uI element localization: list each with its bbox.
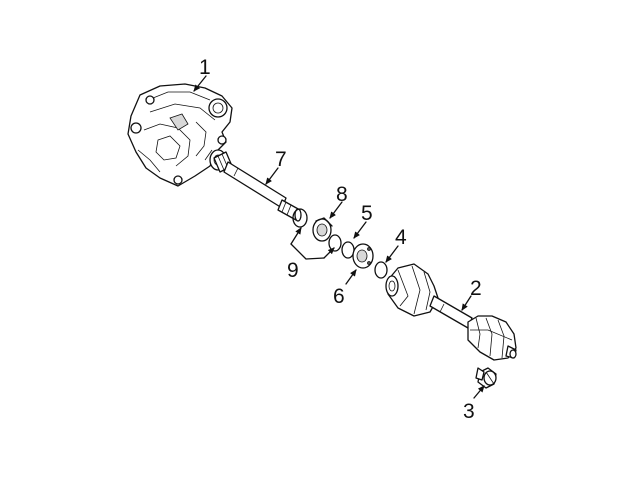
callout-1: 1 [199, 56, 211, 79]
snap-ring-5 [341, 241, 355, 259]
snap-ring-lower [328, 234, 342, 252]
snap-ring-4 [374, 261, 388, 279]
callout-5: 5 [361, 202, 373, 225]
leader-2 [461, 295, 472, 311]
differential-housing [127, 83, 233, 187]
snap-ring-upper [292, 208, 308, 228]
leader-9b [323, 247, 335, 259]
leader-lines [193, 75, 485, 399]
callout-7: 7 [275, 148, 287, 171]
callout-9: 9 [287, 259, 299, 282]
callouts: 1 2 3 4 5 6 7 8 9 [199, 56, 482, 423]
bearing [312, 217, 333, 242]
callout-4: 4 [395, 226, 407, 249]
callout-6: 6 [333, 285, 345, 308]
leader-8 [329, 201, 343, 219]
bracket-9 [290, 243, 325, 260]
leader-1 [193, 75, 207, 92]
leader-3 [473, 385, 485, 399]
callout-3: 3 [463, 400, 475, 423]
intermediate-shaft [213, 151, 302, 222]
leader-5 [353, 221, 367, 239]
leader-7 [265, 167, 279, 185]
retainer-6 [352, 243, 374, 269]
callout-2: 2 [470, 277, 482, 300]
axle-assembly [385, 263, 517, 361]
leader-9a [290, 227, 302, 245]
leader-6 [345, 269, 357, 285]
leader-4 [385, 245, 399, 263]
callout-8: 8 [336, 183, 348, 206]
axle-bolt [475, 367, 497, 389]
